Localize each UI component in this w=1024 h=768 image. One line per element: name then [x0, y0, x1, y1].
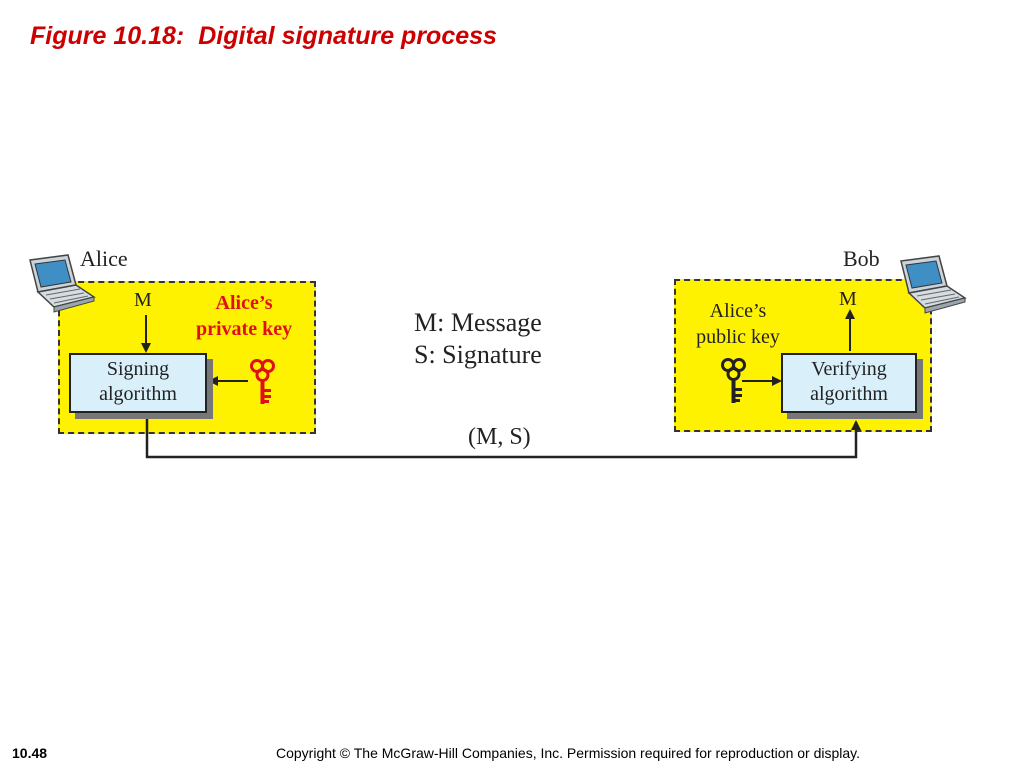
legend-signature: S: Signature — [414, 340, 542, 369]
verifying-algorithm-box: Verifying algorithm — [781, 353, 917, 413]
transmission-label: (M, S) — [468, 424, 531, 450]
signing-algorithm-line1: Signing — [106, 358, 170, 380]
public-key-label-line1: Alice’s — [709, 300, 767, 322]
figure-caption: Digital signature process — [198, 22, 497, 50]
page-number: 10.48 — [12, 745, 48, 761]
figure-number: Figure 10.18: — [30, 22, 185, 50]
page-title: Figure 10.18: Digital signature process — [30, 22, 497, 51]
verifying-algorithm-line2: algorithm — [810, 383, 888, 405]
legend: M: Message S: Signature — [414, 307, 542, 371]
public-key-label: Alice’s public key — [686, 298, 790, 350]
alice-message-label: M — [134, 289, 152, 311]
public-key-label-line2: public key — [696, 326, 780, 348]
signing-algorithm-box: Signing algorithm — [69, 353, 207, 413]
private-key-label-line1: Alice’s — [215, 292, 273, 314]
copyright-notice: Copyright © The McGraw-Hill Companies, I… — [276, 745, 861, 761]
private-key-label: Alice’s private key — [196, 290, 292, 342]
bob-message-label: M — [839, 288, 857, 310]
signing-algorithm-line2: algorithm — [99, 383, 177, 405]
bob-label: Bob — [843, 246, 880, 271]
legend-message: M: Message — [414, 308, 542, 337]
alice-label: Alice — [80, 246, 128, 271]
private-key-label-line2: private key — [196, 318, 293, 340]
verifying-algorithm-line1: Verifying — [811, 358, 887, 380]
